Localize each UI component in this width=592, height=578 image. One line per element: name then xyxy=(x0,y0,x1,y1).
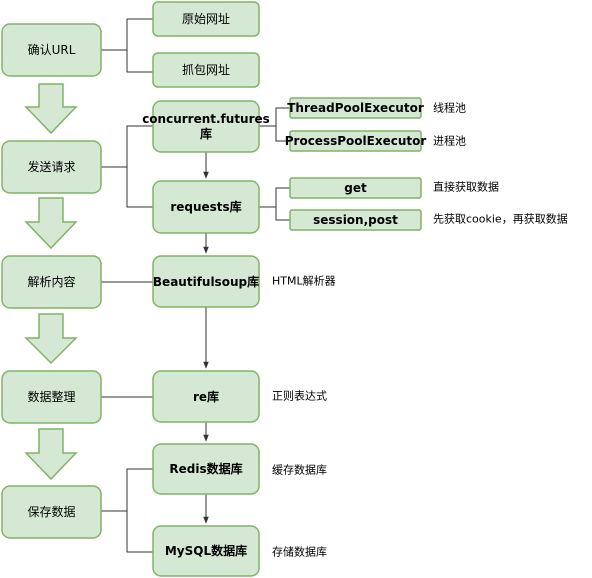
connector-request-concurrent xyxy=(101,125,153,168)
lib-label: requests库 xyxy=(170,199,241,214)
step-arrow-2 xyxy=(24,197,78,250)
connector-url-capture xyxy=(126,50,153,73)
lib-label: Redis数据库 xyxy=(169,461,242,476)
connector-save-mysql xyxy=(126,511,153,553)
note-thread-pool: 线程池 xyxy=(433,101,466,115)
url-source-capture: 抓包网址 xyxy=(152,52,260,88)
method-label: session,post xyxy=(313,213,398,227)
url-source-original: 原始网址 xyxy=(152,1,260,37)
step-label: 确认URL xyxy=(28,43,76,57)
step-label: 解析内容 xyxy=(27,274,75,289)
step-label: 发送请求 xyxy=(27,159,75,174)
lib-beautifulsoup: Beautifulsoup库 xyxy=(152,255,260,308)
connector-save-redis xyxy=(101,468,153,512)
lib-requests: requests库 xyxy=(152,180,260,234)
step-organize-data: 数据整理 xyxy=(1,370,102,424)
step-label: 数据整理 xyxy=(27,389,75,404)
lib-label: MySQL数据库 xyxy=(165,543,247,558)
note-re: 正则表达式 xyxy=(272,389,327,403)
connector-requests-session xyxy=(275,207,290,221)
connector-concurrent-thread xyxy=(259,107,290,127)
lib-concurrent-futures: concurrent.futures 库 xyxy=(142,100,270,153)
step-arrow-4 xyxy=(24,428,78,481)
lib-label-suffix: 库 xyxy=(200,126,212,141)
note-get: 直接获取数据 xyxy=(433,180,499,194)
connector-requests-get xyxy=(259,187,290,208)
lib-label: concurrent.futures xyxy=(142,112,270,126)
lib-label: Beautifulsoup库 xyxy=(153,274,259,289)
connector-request-requests xyxy=(126,167,153,208)
step-label: 保存数据 xyxy=(27,504,75,519)
note-redis: 缓存数据库 xyxy=(272,463,327,477)
lib-redis: Redis数据库 xyxy=(152,443,260,495)
step-arrow-1 xyxy=(24,83,78,135)
note-beautifulsoup: HTML解析器 xyxy=(272,274,336,288)
note-session-post: 先获取cookie，再获取数据 xyxy=(433,212,568,226)
executor-process-pool: ProcessPoolExecutor xyxy=(285,130,427,152)
connector-concurrent-process xyxy=(275,126,290,142)
lib-label: re库 xyxy=(193,389,219,404)
url-source-label: 抓包网址 xyxy=(182,63,230,77)
step-save-data: 保存数据 xyxy=(1,485,102,539)
method-get: get xyxy=(289,177,422,199)
executor-label: ThreadPoolExecutor xyxy=(287,101,424,115)
connectors xyxy=(101,18,290,553)
method-session-post: session,post xyxy=(289,209,422,231)
step-send-request: 发送请求 xyxy=(1,140,102,194)
step-confirm-url: 确认URL xyxy=(1,23,102,77)
step-arrows xyxy=(24,83,78,481)
step-arrow-3 xyxy=(24,313,78,365)
url-source-label: 原始网址 xyxy=(182,12,230,26)
note-process-pool: 进程池 xyxy=(433,135,466,148)
executor-thread-pool: ThreadPoolExecutor xyxy=(287,97,424,119)
lib-re: re库 xyxy=(152,370,260,423)
executor-label: ProcessPoolExecutor xyxy=(285,134,427,148)
method-label: get xyxy=(344,181,367,195)
connector-url-original xyxy=(101,18,153,51)
step-parse-content: 解析内容 xyxy=(1,255,102,309)
lib-mysql: MySQL数据库 xyxy=(152,525,260,577)
note-mysql: 存储数据库 xyxy=(272,545,327,559)
